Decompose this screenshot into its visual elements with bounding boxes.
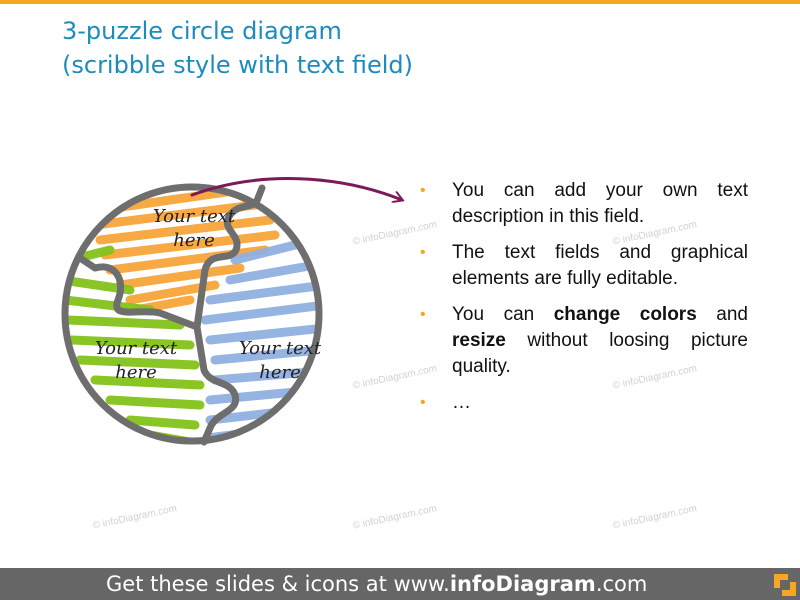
- bullet-text-pre: You can: [452, 304, 554, 325]
- footer-link[interactable]: Get these slides & icons at www.infoDiag…: [106, 571, 647, 597]
- pointer-arrow: [190, 177, 402, 200]
- piece-left-label-1: Your text: [95, 338, 178, 359]
- bullet-item: You can change colors and resize without…: [418, 302, 748, 380]
- watermark: © infoDiagram.com: [351, 503, 438, 532]
- title-line-2: (scribble style with text field): [62, 51, 413, 79]
- infodiagram-logo-icon: [774, 574, 796, 596]
- piece-left-label-2: here: [115, 362, 157, 383]
- puzzle-piece-top: [90, 187, 280, 315]
- puzzle-piece-right: [200, 240, 319, 441]
- watermark: © infoDiagram.com: [611, 503, 698, 532]
- title-line-1: 3-puzzle circle diagram: [62, 17, 342, 45]
- puzzle-circle-outline: [61, 183, 323, 445]
- footer-prefix: Get these slides & icons at www.: [106, 572, 450, 596]
- bullet-text-mid: and: [696, 304, 748, 325]
- top-accent-rule: [0, 0, 800, 4]
- bullet-bold-colors: change colors: [553, 304, 697, 325]
- bullet-item: …: [418, 390, 748, 416]
- bullet-item: The text fields and graphical elements a…: [418, 240, 748, 292]
- footer-suffix: .com: [595, 572, 648, 596]
- piece-top-label-2: here: [173, 230, 215, 251]
- description-bullets: You can add your own text description in…: [418, 178, 748, 426]
- puzzle-piece-left: [65, 245, 205, 441]
- footer-brand: infoDiagram: [449, 572, 596, 596]
- bullet-item: You can add your own text description in…: [418, 178, 748, 230]
- page-title: 3-puzzle circle diagram (scribble style …: [62, 14, 413, 82]
- puzzle-circle-diagram: Your text here Your text here Your text …: [61, 177, 420, 446]
- watermark: © infoDiagram.com: [91, 503, 178, 532]
- piece-right-label-2: here: [259, 362, 301, 383]
- footer-bar: Get these slides & icons at www.infoDiag…: [0, 568, 800, 600]
- piece-right-label-1: Your text: [239, 338, 322, 359]
- puzzle-dividers: [76, 184, 266, 446]
- piece-top-label-1: Your text: [153, 206, 236, 227]
- bullet-text-post: without loosing picture quality.: [452, 330, 748, 377]
- bullet-bold-resize: resize: [452, 330, 506, 351]
